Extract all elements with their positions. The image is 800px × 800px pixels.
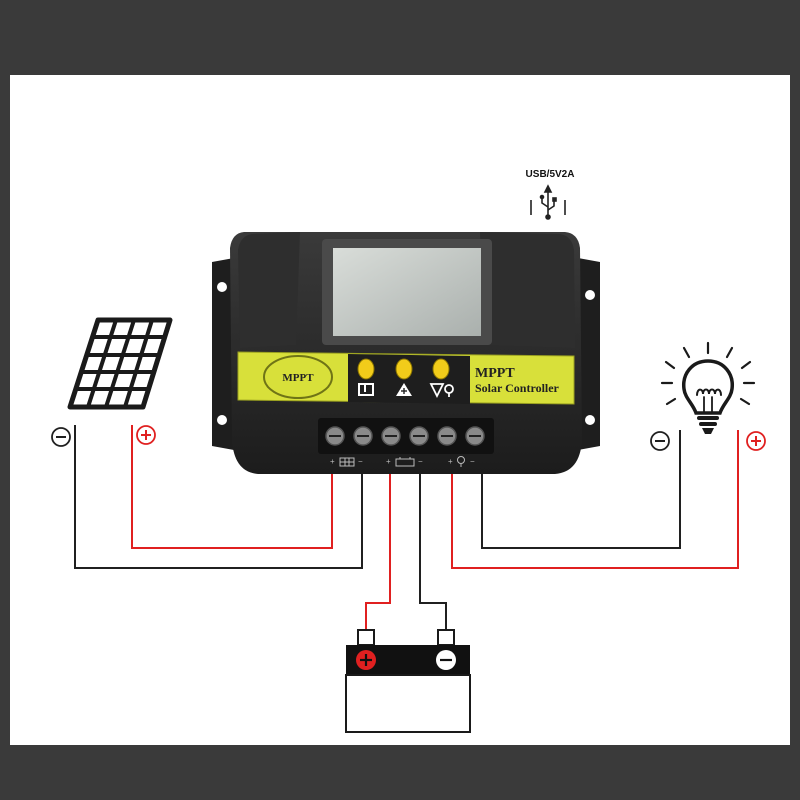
light-bulb-icon bbox=[660, 341, 756, 434]
up-button[interactable] bbox=[395, 358, 413, 380]
terminal-mark-minus: − bbox=[418, 457, 423, 466]
usb-label: USB/5V2A bbox=[526, 169, 575, 180]
terminal-screw bbox=[381, 426, 401, 446]
load-plus-symbol bbox=[746, 431, 766, 451]
mppt-badge bbox=[263, 355, 333, 399]
battery-icon bbox=[345, 629, 471, 733]
light-sensor-icon bbox=[429, 383, 454, 399]
terminal-screws bbox=[325, 426, 485, 446]
load-minus-symbol bbox=[650, 431, 670, 451]
solar-negative-wire bbox=[74, 425, 363, 569]
terminal-mark-plus: + bbox=[448, 457, 453, 466]
solar-panel-icon bbox=[67, 317, 173, 410]
solar-positive-wire bbox=[131, 425, 333, 549]
battery-minus-symbol bbox=[436, 650, 456, 670]
terminal-screw bbox=[437, 426, 457, 446]
terminal-screw bbox=[325, 426, 345, 446]
terminal-load-icon bbox=[457, 456, 465, 467]
light-mode-button[interactable] bbox=[432, 358, 450, 380]
terminal-screw bbox=[409, 426, 429, 446]
solar-minus-symbol bbox=[51, 427, 71, 447]
battery-plus-symbol bbox=[356, 650, 376, 670]
terminal-battery-icon bbox=[395, 457, 415, 467]
load-positive-wire bbox=[451, 430, 739, 569]
battery-positive-wire bbox=[365, 473, 391, 630]
lcd-screen bbox=[333, 248, 481, 336]
terminal-screw bbox=[465, 426, 485, 446]
title-line2: Solar Controller bbox=[475, 381, 560, 395]
terminal-solar-icon bbox=[339, 457, 355, 467]
terminal-mark-minus: − bbox=[470, 457, 475, 466]
load-icon bbox=[358, 383, 374, 396]
solar-plus-symbol bbox=[136, 425, 156, 445]
usb-icon bbox=[530, 184, 566, 220]
terminal-mark-minus: − bbox=[358, 457, 363, 466]
mppt-controller: MPPT MPPT Solar Controller bbox=[212, 232, 600, 474]
load-button[interactable] bbox=[357, 358, 375, 380]
up-arrow-icon bbox=[396, 383, 412, 396]
terminal-screw bbox=[353, 426, 373, 446]
mppt-badge-text: MPPT bbox=[282, 372, 314, 384]
terminal-polarity-marks: + − + − + − bbox=[330, 457, 475, 466]
terminal-mark-plus: + bbox=[330, 457, 335, 466]
right-mounting-tab bbox=[578, 258, 600, 450]
wires bbox=[74, 425, 739, 630]
left-mounting-tab bbox=[212, 258, 234, 450]
title-line1: MPPT bbox=[475, 366, 515, 381]
battery-negative-wire bbox=[419, 473, 447, 630]
terminal-mark-plus: + bbox=[386, 457, 391, 466]
terminal-labels bbox=[339, 456, 465, 467]
load-negative-wire bbox=[481, 430, 681, 549]
